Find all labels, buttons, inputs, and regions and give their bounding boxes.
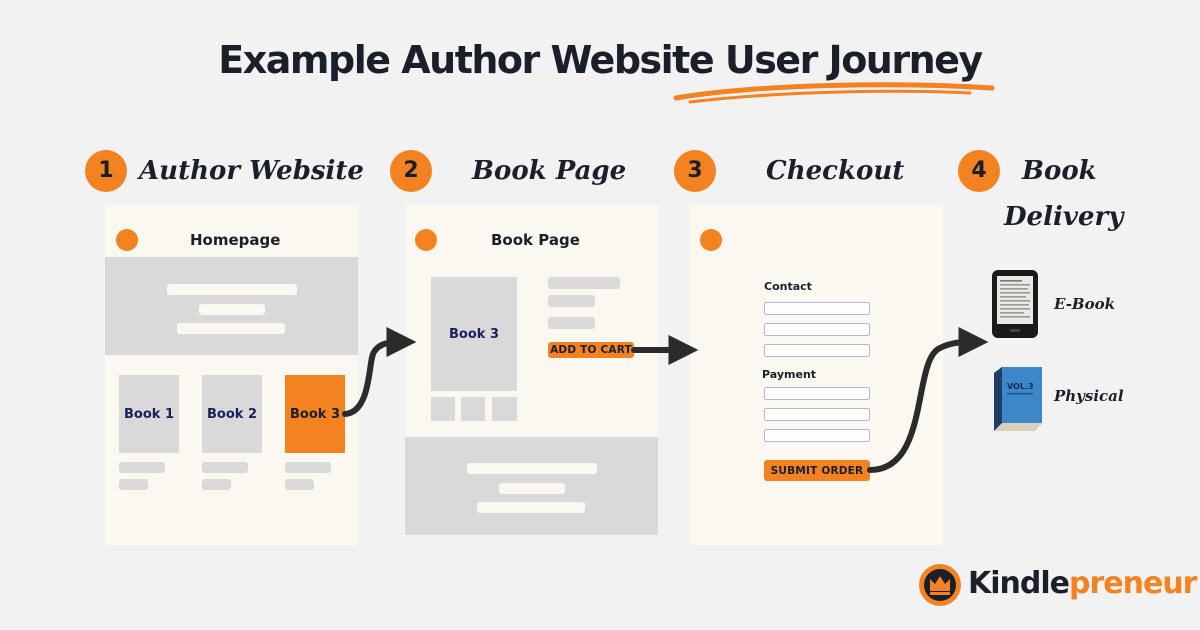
contact-field[interactable] xyxy=(764,302,870,315)
payment-field[interactable] xyxy=(764,387,870,400)
add-to-cart-button[interactable]: ADD TO CART xyxy=(548,342,634,358)
step-label: Checkout xyxy=(766,156,905,186)
step-label-line1: Book xyxy=(1022,156,1097,186)
payment-field[interactable] xyxy=(764,408,870,421)
payment-field[interactable] xyxy=(764,429,870,442)
homepage-panel: Homepage Book 1 Book 2 Book 3 xyxy=(105,205,358,545)
logo-dot xyxy=(700,229,722,251)
step-number: 1 xyxy=(85,150,127,192)
book-card[interactable]: Book 2 xyxy=(202,375,262,453)
book-page-panel: Book Page Book 3 ADD TO CART xyxy=(405,205,658,535)
arrow-1-to-2 xyxy=(342,327,417,417)
hero-line xyxy=(167,284,297,295)
book-meta-line xyxy=(202,462,248,473)
book-card[interactable]: Book 1 xyxy=(119,375,179,453)
contact-field[interactable] xyxy=(764,344,870,357)
book-spine-text: VOL.3 xyxy=(1007,382,1034,391)
panel-title: Book Page xyxy=(491,231,580,249)
book-card-selected[interactable]: Book 3 xyxy=(285,375,345,453)
step-label: Author Website xyxy=(139,156,364,186)
detail-line xyxy=(548,295,595,307)
hero-line xyxy=(199,304,265,315)
ebook-label: E-Book xyxy=(1054,295,1116,313)
thumbnail[interactable] xyxy=(492,397,517,421)
book-meta-line xyxy=(119,462,165,473)
payment-label: Payment xyxy=(762,368,817,381)
book-meta-line xyxy=(285,479,314,490)
book-cover: Book 3 xyxy=(431,277,517,391)
brand-part1: Kindle xyxy=(968,566,1070,601)
book-meta-line xyxy=(119,479,148,490)
step-number: 3 xyxy=(674,150,716,192)
step-label-line2: Delivery xyxy=(1004,202,1124,232)
crown-logo-icon xyxy=(919,564,961,606)
hero-banner xyxy=(105,257,358,355)
thumbnail[interactable] xyxy=(431,397,455,421)
book-meta-line xyxy=(285,462,331,473)
arrow-3-to-4 xyxy=(867,327,989,473)
detail-line xyxy=(548,277,620,289)
physical-label: Physical xyxy=(1054,387,1124,405)
brand-wordmark: Kindlepreneur xyxy=(968,566,1197,601)
step-3-header: 3 Checkout xyxy=(674,150,934,200)
ereader-icon xyxy=(992,270,1038,338)
step-2-header: 2 Book Page xyxy=(390,150,650,200)
thumbnail[interactable] xyxy=(461,397,485,421)
footer-block xyxy=(405,437,658,535)
step-label: Book Page xyxy=(472,156,627,186)
step-number: 4 xyxy=(958,150,1000,192)
step-4-header: 4 Book Delivery xyxy=(958,150,1158,250)
checkout-panel: Contact Payment SUBMIT ORDER xyxy=(690,205,943,545)
footer-line xyxy=(467,463,597,474)
contact-label: Contact xyxy=(764,280,812,293)
step-number: 2 xyxy=(390,150,432,192)
logo-dot xyxy=(415,229,437,251)
book-meta-line xyxy=(202,479,231,490)
brand-part2: preneur xyxy=(1069,566,1197,601)
panel-title: Homepage xyxy=(190,231,281,249)
page-title: Example Author Website User Journey xyxy=(218,38,983,82)
submit-order-button[interactable]: SUBMIT ORDER xyxy=(764,460,870,481)
hero-line xyxy=(177,323,285,334)
detail-line xyxy=(548,317,595,329)
footer-line xyxy=(477,502,585,513)
step-1-header: 1 Author Website xyxy=(85,150,364,200)
logo-dot xyxy=(116,229,138,251)
title-underline xyxy=(673,82,995,104)
footer-line xyxy=(499,483,565,494)
contact-field[interactable] xyxy=(764,323,870,336)
book-icon: VOL.3 xyxy=(994,367,1042,431)
